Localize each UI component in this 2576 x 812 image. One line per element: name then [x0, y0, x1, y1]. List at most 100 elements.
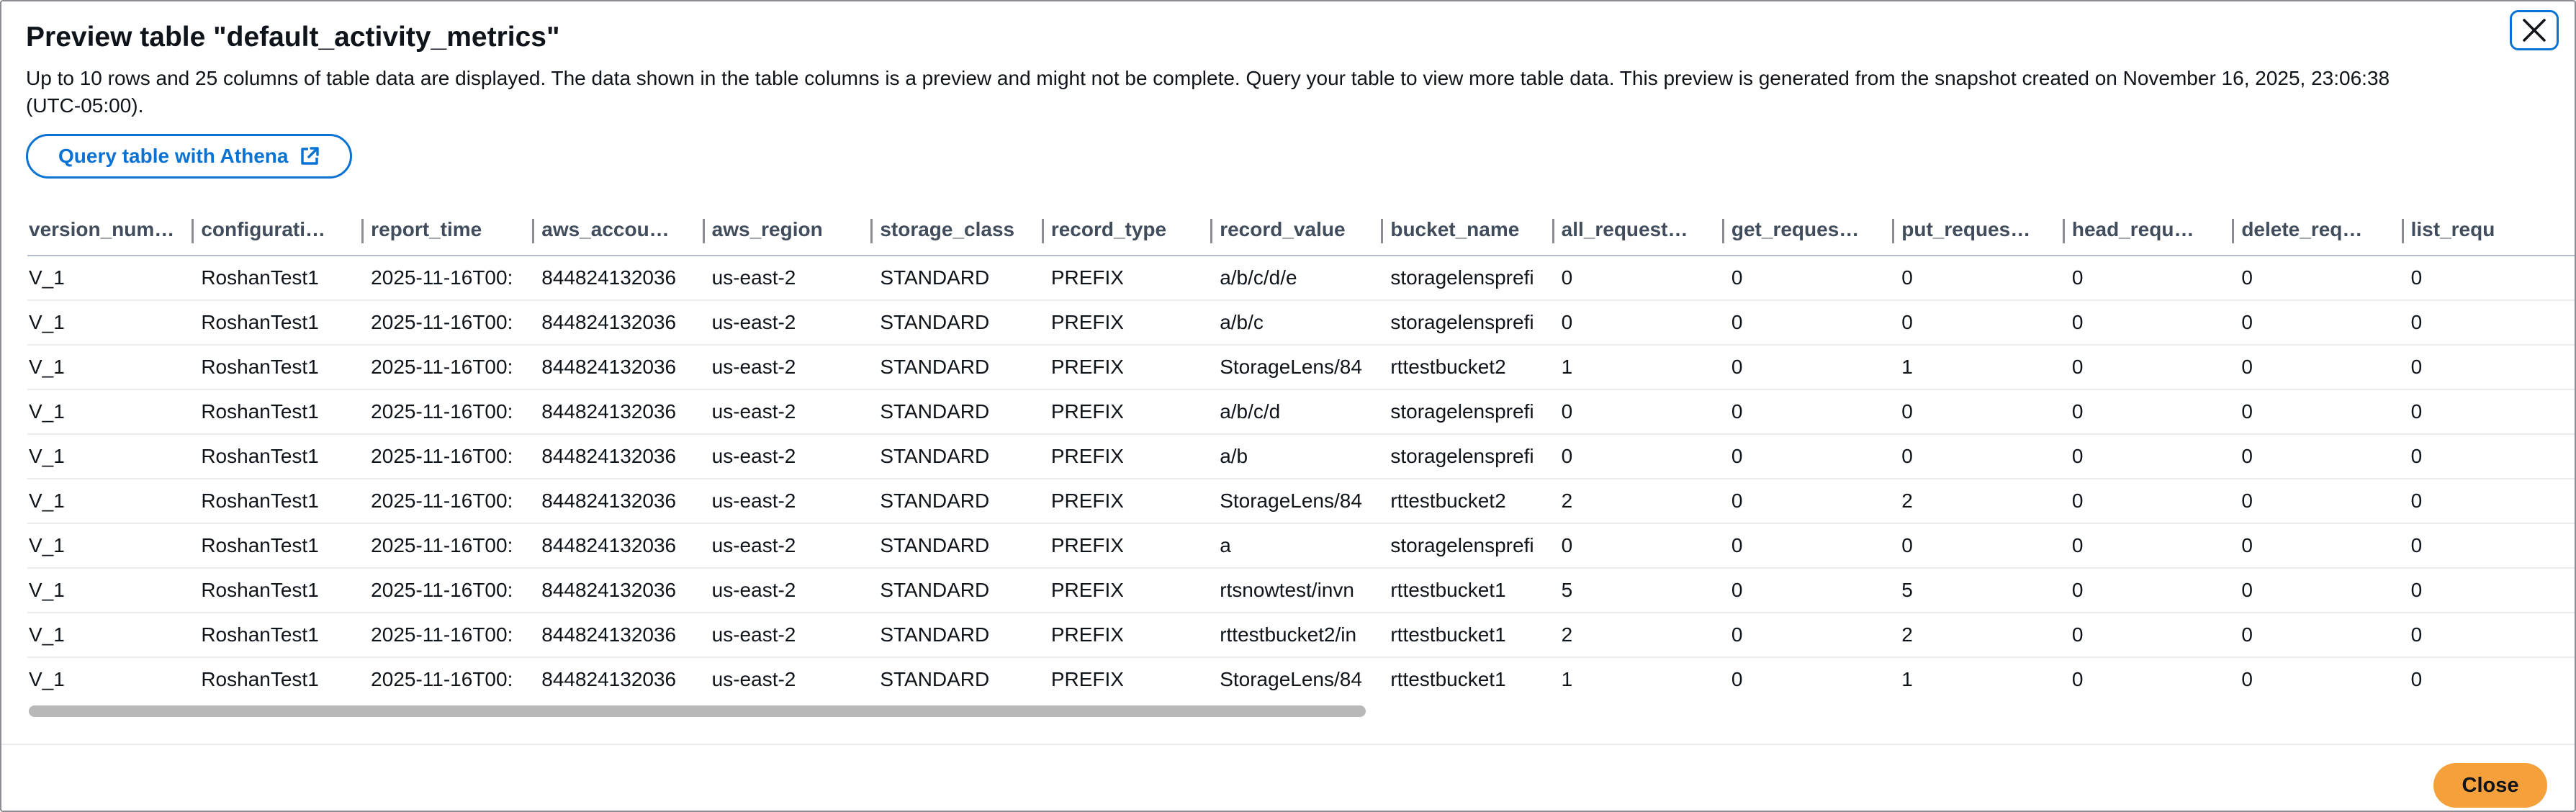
table-cell: 0: [2070, 256, 2241, 301]
close-button[interactable]: Close: [2433, 763, 2547, 808]
table-cell-value: 0: [2071, 311, 2084, 333]
table-cell-value: V_1: [29, 579, 65, 601]
table-cell: a: [1218, 523, 1390, 569]
column-header[interactable]: version_num…: [27, 204, 200, 256]
column-header[interactable]: put_reques…: [1900, 204, 2071, 256]
table-cell: STANDARD: [878, 479, 1050, 524]
column-header[interactable]: aws_region: [710, 204, 879, 256]
table-cell-value: 844824132036: [541, 490, 677, 512]
table-cell: 2025-11-16T00:: [369, 479, 541, 524]
table-cell-value: 844824132036: [541, 579, 677, 601]
table-cell-value: 0: [2410, 579, 2423, 601]
table-cell-value: STANDARD: [880, 356, 990, 378]
table-cell: 0: [1729, 300, 1901, 346]
query-with-athena-button[interactable]: Query table with Athena: [26, 134, 353, 179]
table-cell: 2025-11-16T00:: [369, 300, 541, 346]
column-header[interactable]: storage_class: [878, 204, 1050, 256]
table-cell: us-east-2: [710, 568, 879, 613]
column-header[interactable]: list_requ: [2409, 204, 2575, 256]
horizontal-scrollbar[interactable]: [27, 705, 2550, 717]
table-cell: PREFIX: [1049, 345, 1219, 390]
table-cell-value: PREFIX: [1050, 400, 1124, 423]
table-cell-value: 0: [1901, 534, 1913, 556]
table-cell: a/b/c/d: [1218, 389, 1390, 435]
column-resize-handle[interactable]: [1381, 219, 1384, 243]
column-header[interactable]: bucket_name: [1389, 204, 1560, 256]
table-cell: 0: [1900, 300, 2071, 346]
external-link-icon: [301, 147, 320, 165]
table-cell-value: 844824132036: [541, 623, 677, 646]
column-header[interactable]: aws_accou…: [540, 204, 711, 256]
column-resize-handle[interactable]: [1892, 219, 1895, 243]
table-cell-value: a: [1220, 534, 1231, 556]
table-cell: rttestbucket1: [1389, 613, 1560, 658]
table-cell: 0: [2409, 657, 2575, 701]
column-header-label: aws_accou…: [541, 218, 670, 240]
table-cell-value: 2025-11-16T00:: [371, 266, 513, 289]
close-icon: [2523, 19, 2546, 42]
horizontal-scrollbar-thumb[interactable]: [29, 705, 1366, 717]
column-resize-handle[interactable]: [532, 219, 535, 243]
table-cell: us-east-2: [710, 345, 879, 390]
table-cell: us-east-2: [710, 523, 879, 569]
table-cell-value: 0: [1561, 311, 1573, 333]
column-resize-handle[interactable]: [2401, 219, 2404, 243]
table-cell: PREFIX: [1049, 300, 1219, 346]
table-cell: 0: [1559, 523, 1730, 569]
table-cell-value: 844824132036: [541, 445, 677, 467]
table-cell: PREFIX: [1049, 256, 1219, 301]
column-header[interactable]: record_value: [1218, 204, 1390, 256]
preview-table-container: version_num…configurati…report_time aws_a…: [27, 204, 2575, 701]
table-cell-value: a/b/c: [1220, 311, 1264, 333]
table-cell-value: 2025-11-16T00:: [371, 311, 513, 333]
table-cell: RoshanTest1: [199, 657, 370, 701]
table-cell-value: us-east-2: [711, 400, 796, 423]
table-cell: us-east-2: [710, 613, 879, 658]
column-resize-handle[interactable]: [870, 219, 873, 243]
column-header[interactable]: record_type: [1049, 204, 1219, 256]
table-cell-value: 0: [2071, 400, 2084, 423]
column-header[interactable]: report_time: [369, 204, 541, 256]
table-cell: 2: [1559, 479, 1730, 524]
table-cell: 2025-11-16T00:: [369, 256, 541, 301]
column-header[interactable]: head_requ…: [2070, 204, 2241, 256]
column-header[interactable]: configurati…: [199, 204, 370, 256]
table-cell: V_1: [27, 345, 200, 390]
table-cell: 0: [1729, 523, 1901, 569]
table-cell-value: rttestbucket1: [1390, 668, 1506, 690]
column-resize-handle[interactable]: [1210, 219, 1213, 243]
table-cell: RoshanTest1: [199, 613, 370, 658]
table-cell-value: PREFIX: [1050, 623, 1124, 646]
column-header[interactable]: all_request…: [1559, 204, 1730, 256]
table-cell: RoshanTest1: [199, 523, 370, 569]
column-resize-handle[interactable]: [2232, 219, 2235, 243]
table-cell: RoshanTest1: [199, 434, 370, 479]
table-cell: 0: [2070, 345, 2241, 390]
column-resize-handle[interactable]: [192, 219, 194, 243]
table-cell-value: 0: [1731, 579, 1743, 601]
column-header-label: report_time: [371, 218, 482, 240]
table-cell-value: us-east-2: [711, 623, 796, 646]
column-resize-handle[interactable]: [361, 219, 364, 243]
column-header-label: aws_region: [711, 218, 823, 240]
table-cell-value: 2025-11-16T00:: [371, 356, 513, 378]
table-cell: RoshanTest1: [199, 300, 370, 346]
column-resize-handle[interactable]: [1721, 219, 1724, 243]
table-cell-value: RoshanTest1: [201, 266, 319, 289]
column-header-label: list_requ: [2410, 218, 2495, 240]
column-resize-handle[interactable]: [1552, 219, 1554, 243]
column-resize-handle[interactable]: [702, 219, 705, 243]
modal-header: Preview table "default_activity_metrics"…: [26, 19, 2445, 119]
column-header[interactable]: delete_req…: [2240, 204, 2410, 256]
table-cell-value: RoshanTest1: [201, 356, 319, 378]
table-cell-value: 0: [1561, 445, 1573, 467]
column-resize-handle[interactable]: [1041, 219, 1044, 243]
table-cell: RoshanTest1: [199, 256, 370, 301]
table-cell-value: RoshanTest1: [201, 579, 319, 601]
dismiss-button[interactable]: [2510, 10, 2559, 50]
column-header[interactable]: get_reques…: [1729, 204, 1901, 256]
column-resize-handle[interactable]: [2062, 219, 2065, 243]
table-cell: 1: [1559, 345, 1730, 390]
